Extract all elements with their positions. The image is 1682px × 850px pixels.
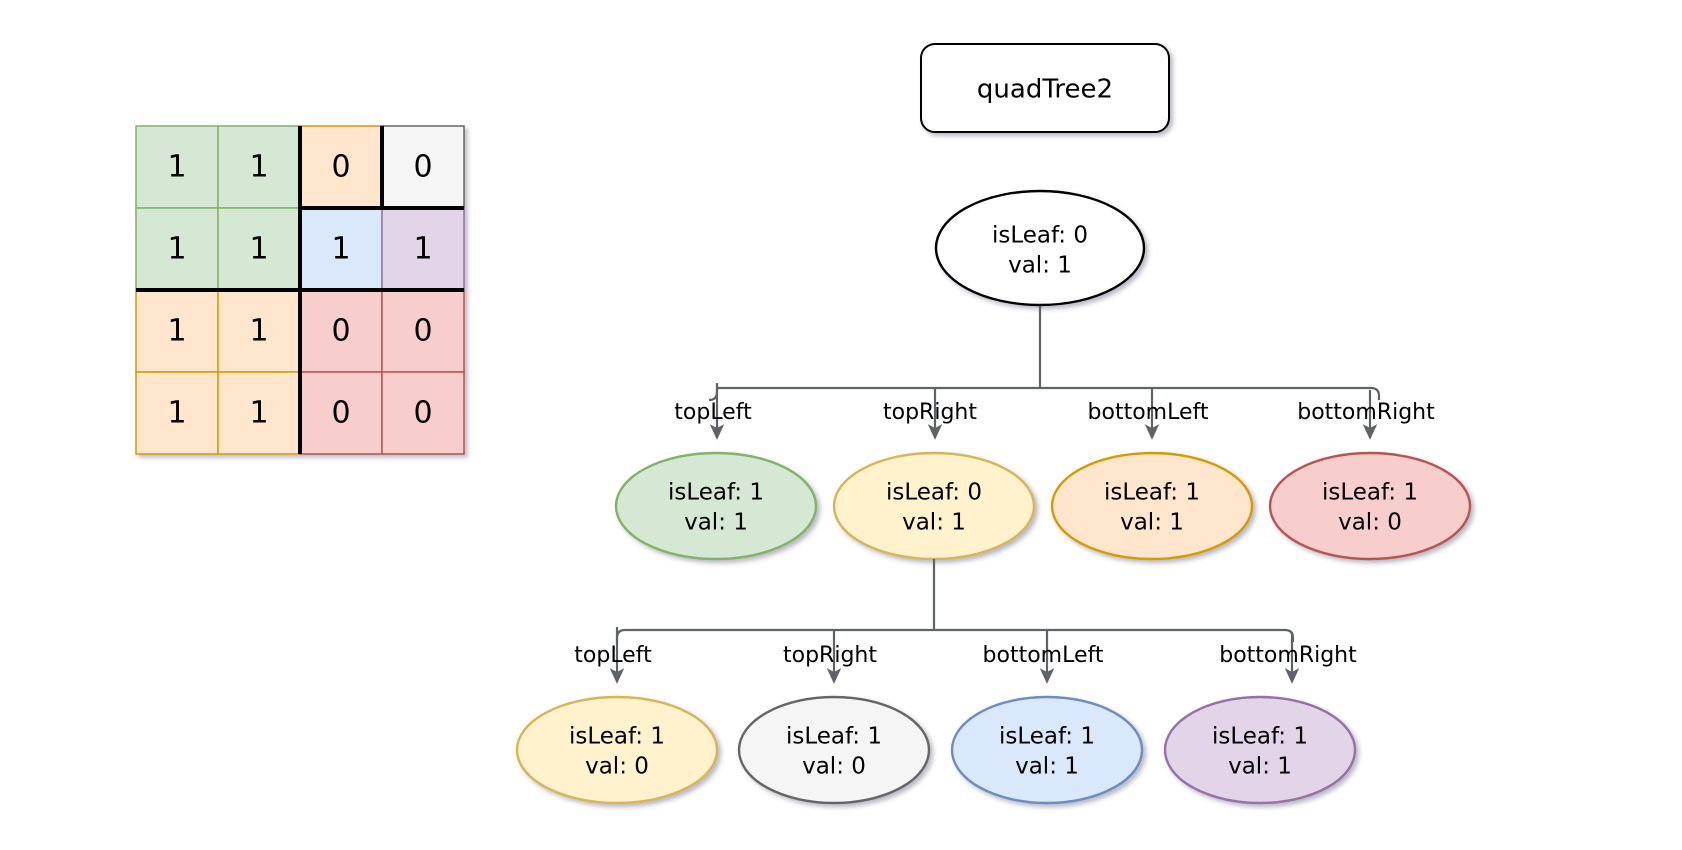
node-val-text: val: 1 — [1120, 510, 1184, 536]
matrix-cell — [381, 289, 465, 373]
edge-label-l2-topRight: topRight — [783, 643, 877, 668]
edge-label-bottomRight: bottomRight — [1297, 400, 1435, 425]
matrix-cell-value: 1 — [167, 396, 186, 431]
matrix-cell — [135, 371, 219, 455]
node-val-text: val: 1 — [684, 510, 748, 536]
matrix-cell-value: 1 — [413, 232, 432, 267]
node-bottomRight[interactable]: isLeaf: 1 val: 0 — [1268, 451, 1472, 561]
title-label: quadTree2 — [977, 75, 1113, 105]
node-ellipse[interactable] — [614, 451, 818, 561]
matrix-cell — [217, 207, 301, 291]
node-ellipse[interactable] — [515, 695, 719, 805]
title-box-rect — [920, 43, 1170, 133]
node-val-text: val: 1 — [1015, 754, 1079, 780]
matrix-cell-value: 0 — [331, 150, 350, 185]
matrix-cell-value: 0 — [331, 314, 350, 349]
node-isleaf-text: isLeaf: 0 — [886, 480, 982, 506]
matrix-cell — [217, 289, 301, 373]
node-isleaf-text: isLeaf: 1 — [1322, 480, 1418, 506]
node-l2-topLeft[interactable]: isLeaf: 1 val: 0 — [515, 695, 719, 805]
edge-label-bottomLeft: bottomLeft — [1088, 400, 1209, 425]
edge-label-l2-bottomLeft: bottomLeft — [983, 643, 1104, 668]
node-val-text: val: 1 — [1228, 754, 1292, 780]
node-ellipse[interactable] — [832, 451, 1036, 561]
matrix-cell-value: 0 — [413, 396, 432, 431]
node-isleaf-text: isLeaf: 1 — [569, 724, 665, 750]
edge-label-l2-bottomRight: bottomRight — [1219, 643, 1357, 668]
node-val-text: val: 0 — [585, 754, 649, 780]
node-ellipse[interactable] — [1268, 451, 1472, 561]
binary-matrix-4x4: 1 1 0 0 1 1 1 1 1 1 0 0 1 1 0 0 — [135, 125, 465, 455]
root-node-ellipse[interactable] — [934, 189, 1146, 307]
node-bottomLeft[interactable]: isLeaf: 1 val: 1 — [1050, 451, 1254, 561]
matrix-cell-value: 1 — [249, 150, 268, 185]
node-l2-bottomLeft[interactable]: isLeaf: 1 val: 1 — [950, 695, 1144, 805]
root-node[interactable]: isLeaf: 0 val: 1 — [934, 189, 1146, 307]
node-l2-topRight[interactable]: isLeaf: 1 val: 0 — [737, 695, 931, 805]
node-val-text: val: 0 — [1338, 510, 1402, 536]
node-ellipse[interactable] — [1050, 451, 1254, 561]
node-l2-bottomRight[interactable]: isLeaf: 1 val: 1 — [1163, 695, 1357, 805]
node-ellipse[interactable] — [737, 695, 931, 805]
matrix-cell-value: 1 — [249, 232, 268, 267]
level1-nodes: isLeaf: 1 val: 1 isLeaf: 0 val: 1 isLeaf… — [614, 451, 1472, 561]
matrix-cell — [135, 125, 219, 209]
connectors-level1-to-level2 — [609, 559, 1300, 684]
matrix-cell — [381, 207, 465, 291]
matrix-cell-value: 1 — [167, 150, 186, 185]
root-isleaf-text: isLeaf: 0 — [992, 223, 1088, 249]
node-isleaf-text: isLeaf: 1 — [1212, 724, 1308, 750]
node-ellipse[interactable] — [950, 695, 1144, 805]
matrix-values: 1 1 0 0 1 1 1 1 1 1 0 0 1 1 0 0 — [167, 150, 432, 431]
node-isleaf-text: isLeaf: 1 — [999, 724, 1095, 750]
matrix-cell-value: 0 — [331, 396, 350, 431]
matrix-cell — [299, 125, 383, 209]
level2-nodes: isLeaf: 1 val: 0 isLeaf: 1 val: 0 isLeaf… — [515, 695, 1357, 805]
title-box: quadTree2 — [920, 43, 1170, 133]
root-val-text: val: 1 — [1008, 253, 1072, 279]
matrix-cells — [135, 125, 465, 455]
matrix-cell-value: 1 — [167, 232, 186, 267]
matrix-cell-value: 1 — [249, 314, 268, 349]
matrix-cell — [381, 125, 465, 209]
matrix-cell-value: 1 — [167, 314, 186, 349]
node-isleaf-text: isLeaf: 1 — [1104, 480, 1200, 506]
matrix-cell-value: 0 — [413, 314, 432, 349]
edge-label-l2-topLeft: topLeft — [574, 643, 652, 668]
level2-edge-labels: topLeft topRight bottomLeft bottomRight — [574, 643, 1357, 668]
node-topRight[interactable]: isLeaf: 0 val: 1 — [832, 451, 1036, 561]
node-isleaf-text: isLeaf: 1 — [786, 724, 882, 750]
node-val-text: val: 0 — [802, 754, 866, 780]
matrix-cell — [217, 371, 301, 455]
node-topLeft[interactable]: isLeaf: 1 val: 1 — [614, 451, 818, 561]
node-isleaf-text: isLeaf: 1 — [668, 480, 764, 506]
level1-edge-labels: topLeft topRight bottomLeft bottomRight — [674, 400, 1435, 425]
edge-label-topRight: topRight — [883, 400, 977, 425]
matrix-cell-value: 0 — [413, 150, 432, 185]
node-val-text: val: 1 — [902, 510, 966, 536]
node-ellipse[interactable] — [1163, 695, 1357, 805]
matrix-cell — [217, 125, 301, 209]
matrix-cell-value: 1 — [249, 396, 268, 431]
matrix-cell — [381, 371, 465, 455]
matrix-quadrant-separators — [136, 126, 464, 454]
edge-label-topLeft: topLeft — [674, 400, 752, 425]
matrix-cell-value: 1 — [331, 232, 350, 267]
